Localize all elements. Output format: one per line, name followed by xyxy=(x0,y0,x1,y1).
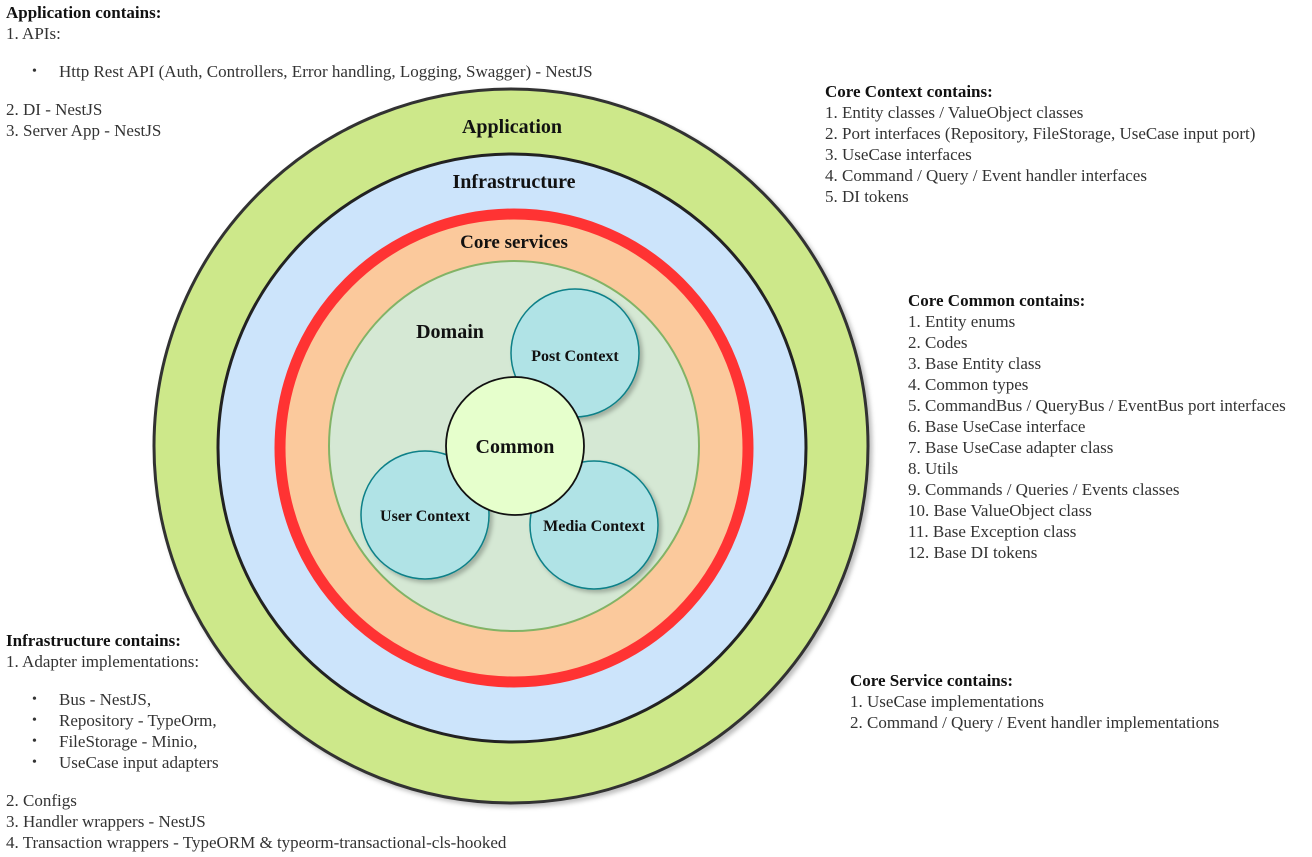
core-context-notes-item: 4. Command / Query / Event handler inter… xyxy=(825,166,1147,185)
user-context-label: User Context xyxy=(380,508,471,525)
core-common-notes-item: 3. Base Entity class xyxy=(908,354,1042,373)
application-notes: Application contains: 1. APIs: Http Rest… xyxy=(6,2,593,141)
core-context-notes-item: 3. UseCase interfaces xyxy=(825,145,972,164)
core-common-notes-item: 11. Base Exception class xyxy=(908,522,1077,541)
infrastructure-notes-item: 1. Adapter implementations: xyxy=(6,652,200,671)
infrastructure-ring-label: Infrastructure xyxy=(453,171,576,193)
infrastructure-notes-item: 4. Transaction wrappers - TypeORM & type… xyxy=(6,833,507,852)
core-service-notes-item: 1. UseCase implementations xyxy=(850,692,1045,711)
common-label: Common xyxy=(476,436,555,458)
core-common-notes-item: 4. Common types xyxy=(908,375,1029,394)
core-context-notes-heading: Core Context contains: xyxy=(825,82,993,101)
core-service-notes-heading: Core Service contains: xyxy=(850,671,1014,690)
media-context-label: Media Context xyxy=(543,518,645,535)
core-services-ring-label: Core services xyxy=(460,232,568,253)
application-notes-bullet: Http Rest API (Auth, Controllers, Error … xyxy=(6,61,593,82)
core-context-notes-item: 1. Entity classes / ValueObject classes xyxy=(825,103,1084,122)
infrastructure-notes-item: 3. Handler wrappers - NestJS xyxy=(6,812,206,831)
core-context-notes: Core Context contains: 1. Entity classes… xyxy=(825,81,1255,207)
application-notes-item: 2. DI - NestJS xyxy=(6,100,103,119)
infrastructure-notes-bullet: Bus - NestJS, xyxy=(6,689,506,710)
infrastructure-notes-bullet: Repository - TypeOrm, xyxy=(6,710,506,731)
application-notes-item: 1. APIs: xyxy=(6,24,61,43)
infrastructure-notes-bullets: Bus - NestJS, Repository - TypeOrm, File… xyxy=(6,689,506,773)
application-notes-item: 3. Server App - NestJS xyxy=(6,121,162,140)
core-service-notes-item: 2. Command / Query / Event handler imple… xyxy=(850,713,1220,732)
core-common-notes-item: 1. Entity enums xyxy=(908,312,1016,331)
infrastructure-notes-item: 2. Configs xyxy=(6,791,77,810)
core-context-notes-item: 2. Port interfaces (Repository, FileStor… xyxy=(825,124,1256,143)
core-context-notes-item: 5. DI tokens xyxy=(825,187,909,206)
core-common-notes-item: 5. CommandBus / QueryBus / EventBus port… xyxy=(908,396,1286,415)
core-common-notes-item: 7. Base UseCase adapter class xyxy=(908,438,1114,457)
core-service-notes: Core Service contains: 1. UseCase implem… xyxy=(850,670,1219,733)
post-context-label: Post Context xyxy=(531,348,619,365)
common-circle xyxy=(445,376,585,516)
infrastructure-notes-bullet: FileStorage - Minio, xyxy=(6,731,506,752)
core-common-notes-item: 2. Codes xyxy=(908,333,968,352)
core-common-notes-item: 10. Base ValueObject class xyxy=(908,501,1092,520)
infrastructure-notes: Infrastructure contains: 1. Adapter impl… xyxy=(6,630,506,853)
infrastructure-notes-heading: Infrastructure contains: xyxy=(6,631,181,650)
infrastructure-notes-bullet: UseCase input adapters xyxy=(6,752,506,773)
core-common-notes-heading: Core Common contains: xyxy=(908,291,1086,310)
application-ring-label: Application xyxy=(462,116,562,138)
core-common-notes-item: 8. Utils xyxy=(908,459,959,478)
core-common-notes: Core Common contains: 1. Entity enums 2.… xyxy=(908,290,1286,563)
core-common-notes-item: 12. Base DI tokens xyxy=(908,543,1038,562)
core-common-notes-item: 6. Base UseCase interface xyxy=(908,417,1086,436)
application-notes-heading: Application contains: xyxy=(6,3,162,22)
domain-ring-label: Domain xyxy=(416,321,484,343)
core-common-notes-item: 9. Commands / Queries / Events classes xyxy=(908,480,1180,499)
application-notes-bullets: Http Rest API (Auth, Controllers, Error … xyxy=(6,61,593,82)
